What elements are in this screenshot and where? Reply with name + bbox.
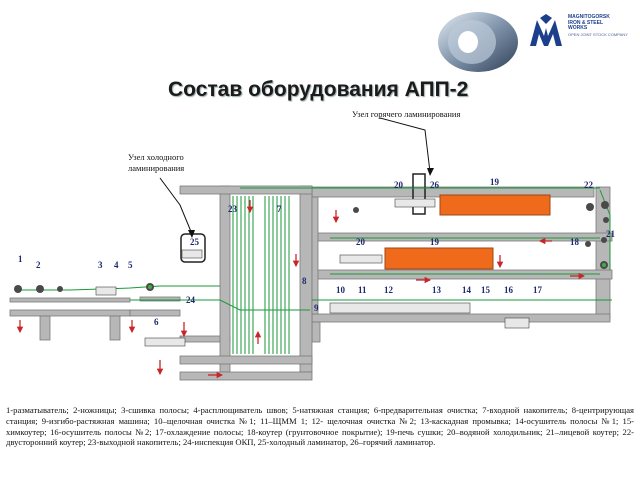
label-11: 11 <box>358 285 367 295</box>
label-24: 24 <box>186 295 196 305</box>
equipment-diagram: 1 2 3 4 5 6 7 8 9 10 11 12 13 14 15 16 1… <box>9 117 616 381</box>
label-2: 2 <box>36 260 41 270</box>
label-19-upper: 19 <box>490 177 500 187</box>
label-20-lower: 20 <box>356 237 366 247</box>
label-9: 9 <box>314 303 319 313</box>
label-14: 14 <box>462 285 472 295</box>
label-19-lower: 19 <box>430 237 440 247</box>
label-7: 7 <box>277 204 282 214</box>
hot-laminator <box>412 173 426 215</box>
drying-oven-lower <box>384 247 494 270</box>
logo-line-1: MAGNITOGORSK <box>568 14 610 20</box>
label-5: 5 <box>128 260 133 270</box>
label-16: 16 <box>504 285 514 295</box>
label-13: 13 <box>432 285 442 295</box>
logo-line-3: WORKS <box>568 25 588 31</box>
label-18: 18 <box>570 237 580 247</box>
label-22: 22 <box>584 180 594 190</box>
equipment-legend: 1-разматыватель; 2-ножницы; 3-сшивка пол… <box>6 405 634 448</box>
label-26: 26 <box>430 180 440 190</box>
label-3: 3 <box>98 260 103 270</box>
label-4: 4 <box>114 260 119 270</box>
steel-coil-image <box>438 12 518 72</box>
label-15: 15 <box>481 285 491 295</box>
callout-cold-lamination: Узел холодного ламинирования <box>128 152 185 173</box>
label-10: 10 <box>336 285 346 295</box>
label-20-upper: 20 <box>394 180 404 190</box>
label-21: 21 <box>606 229 616 239</box>
label-17: 17 <box>533 285 543 295</box>
label-12: 12 <box>384 285 394 295</box>
company-logo-text: MAGNITOGORSK IRON & STEEL WORKS OPEN JOI… <box>568 14 638 37</box>
drying-oven-upper <box>439 194 551 216</box>
label-6: 6 <box>154 317 159 327</box>
page-title: Состав оборудования АПП-2 <box>168 78 469 101</box>
label-25: 25 <box>190 237 200 247</box>
logo-line-2: IRON & STEEL <box>568 19 604 26</box>
logo-line-4: OPEN JOINT STOCK COMPANY <box>568 31 628 37</box>
callout-hot-lamination: Узел горячего ламинирования <box>352 109 461 119</box>
label-8: 8 <box>302 276 307 286</box>
label-1: 1 <box>18 254 23 264</box>
label-23: 23 <box>228 204 238 214</box>
company-logo-icon <box>530 14 562 46</box>
accumulator-strands <box>232 196 290 354</box>
